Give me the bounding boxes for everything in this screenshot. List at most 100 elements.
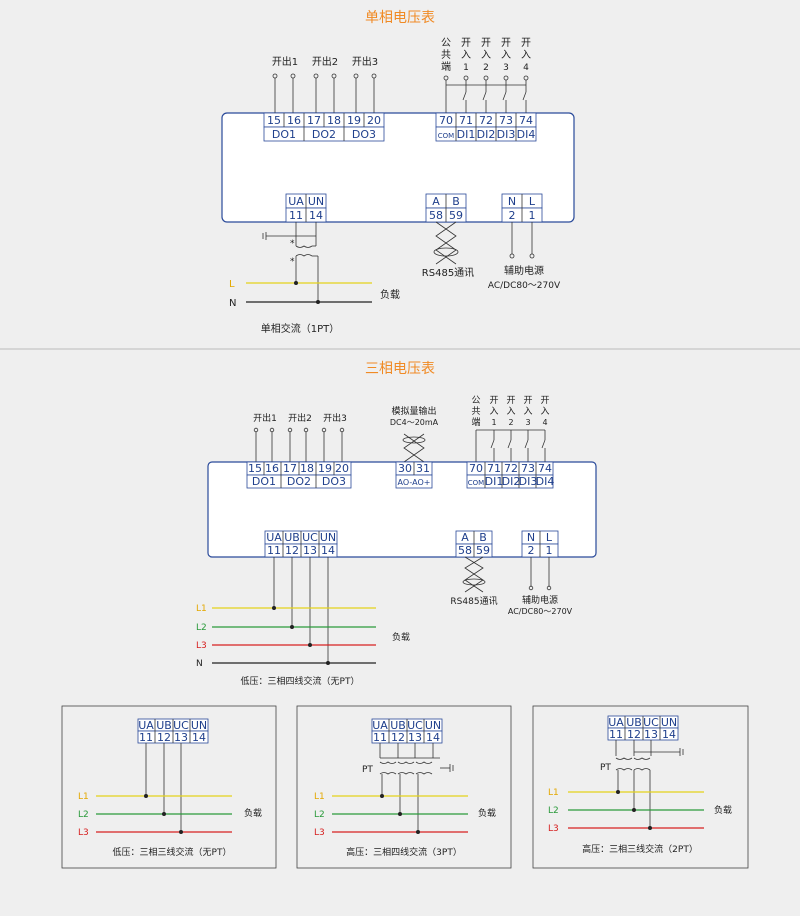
com-label-3: 端 xyxy=(441,60,451,73)
svg-text:71: 71 xyxy=(459,114,473,127)
svg-text:DO1: DO1 xyxy=(252,475,276,488)
sub-panel-1 xyxy=(61,705,277,869)
svg-text:72: 72 xyxy=(479,114,493,127)
sub3-pt-label: PT xyxy=(600,763,611,773)
svg-text:A: A xyxy=(432,195,440,208)
svg-text:14: 14 xyxy=(309,209,323,222)
svg-text:UN: UN xyxy=(320,531,336,544)
svg-text:DI1: DI1 xyxy=(457,128,476,141)
svg-text:DO2: DO2 xyxy=(287,475,311,488)
svg-text:73: 73 xyxy=(499,114,513,127)
svg-text:DI4: DI4 xyxy=(536,475,555,488)
rs485-label-1p: RS485通讯 xyxy=(422,267,474,279)
svg-text:DI1: DI1 xyxy=(485,475,504,488)
svg-text:14: 14 xyxy=(192,731,206,744)
svg-text:UN: UN xyxy=(191,719,207,732)
terminal-19: 19 xyxy=(347,114,361,127)
svg-text:入: 入 xyxy=(461,50,471,61)
do2-label-3p: 开出2 xyxy=(288,412,312,424)
do3-label: 开出3 xyxy=(352,55,378,68)
aux-label-1p: 辅助电源 xyxy=(504,264,544,277)
svg-text:N: N xyxy=(527,531,535,544)
svg-text:2: 2 xyxy=(528,544,535,557)
di-headers-3p: 公 共 端 开 入 1 开 入 2 开 入 3 开 入 4 xyxy=(471,395,549,428)
sub1-L3: L3 xyxy=(78,828,89,838)
terminal-17: 17 xyxy=(307,114,321,127)
do-terminal-block-1p: 15 16 17 18 19 20 DO1 DO2 DO3 xyxy=(263,112,385,142)
sub1-L2: L2 xyxy=(78,810,89,820)
svg-text:UB: UB xyxy=(626,716,642,729)
svg-text:74: 74 xyxy=(538,462,552,475)
ao-terminal-block: 30 31 AO-AO+ xyxy=(395,461,433,489)
load-label-1p: 负载 xyxy=(380,288,400,301)
ao-cable xyxy=(402,433,426,463)
svg-text:UB: UB xyxy=(390,719,406,732)
sub3-L1: L1 xyxy=(548,788,559,798)
svg-text:59: 59 xyxy=(476,544,490,557)
svg-text:UB: UB xyxy=(284,531,300,544)
di-terminal-block-1p: 70 71 72 73 74 COM DI1 DI2 DI3 DI4 xyxy=(435,112,537,142)
ao-range: DC4～20mA xyxy=(390,418,439,427)
svg-text:14: 14 xyxy=(426,731,440,744)
svg-text:11: 11 xyxy=(267,544,281,557)
svg-text:UA: UA xyxy=(608,716,624,729)
section1-title: 单相电压表 xyxy=(365,10,435,26)
svg-text:UA: UA xyxy=(372,719,388,732)
label-L3-3p: L3 xyxy=(196,641,207,651)
section2-title: 三相电压表 xyxy=(365,361,435,377)
aux-power-wires-1p xyxy=(509,222,535,259)
svg-text:COM: COM xyxy=(468,479,484,487)
svg-text:70: 70 xyxy=(439,114,453,127)
svg-text:开: 开 xyxy=(523,395,532,406)
sub1-L1: L1 xyxy=(78,792,89,802)
svg-text:70: 70 xyxy=(469,462,483,475)
sub1-load: 负载 xyxy=(244,807,262,819)
di-wiring-1p xyxy=(443,75,529,113)
load-label-3p: 负载 xyxy=(392,631,410,643)
sub2-pt-label: PT xyxy=(362,765,373,775)
svg-text:2: 2 xyxy=(508,418,513,427)
label-L-1p: L xyxy=(229,279,235,290)
svg-text:13: 13 xyxy=(303,544,317,557)
svg-text:开: 开 xyxy=(481,38,491,49)
label-N-1p: N xyxy=(229,298,236,309)
svg-text:共: 共 xyxy=(471,406,480,417)
svg-text:UN: UN xyxy=(661,716,677,729)
voltage-terminal-block-3p: UA UB UC UN 11 12 13 14 xyxy=(264,530,338,558)
aux-label-3p: 辅助电源 xyxy=(522,594,558,606)
sub2-L2: L2 xyxy=(314,810,325,820)
svg-text:UA: UA xyxy=(288,195,304,208)
svg-text:4: 4 xyxy=(542,418,547,427)
svg-text:30: 30 xyxy=(398,462,412,475)
svg-text:17: 17 xyxy=(283,462,297,475)
svg-text:20: 20 xyxy=(335,462,349,475)
voltage-block-sub1: UA UB UC UN 11 12 13 14 xyxy=(137,718,209,744)
svg-text:L: L xyxy=(529,195,536,208)
do2-label: 开出2 xyxy=(312,55,338,68)
svg-text:58: 58 xyxy=(458,544,472,557)
svg-text:14: 14 xyxy=(321,544,335,557)
svg-text:31: 31 xyxy=(416,462,430,475)
svg-text:入: 入 xyxy=(481,50,491,61)
power-terminal-block-3p: N L 2 1 xyxy=(521,530,559,558)
do3-label-3p: 开出3 xyxy=(323,412,347,424)
com-label-1: 公 xyxy=(441,38,451,49)
svg-text:12: 12 xyxy=(391,731,405,744)
pt-2pt xyxy=(615,740,684,828)
svg-text:1: 1 xyxy=(491,418,496,427)
svg-text:16: 16 xyxy=(265,462,279,475)
svg-text:入: 入 xyxy=(489,406,498,417)
ao-label: 模拟量输出 xyxy=(391,405,436,417)
aux-power-wires-3p xyxy=(528,557,552,591)
rs485-cable-3p xyxy=(462,556,486,593)
svg-text:72: 72 xyxy=(504,462,518,475)
svg-text:AO-AO+: AO-AO+ xyxy=(398,478,431,487)
terminal-16: 16 xyxy=(287,114,301,127)
svg-text:13: 13 xyxy=(174,731,188,744)
svg-text:公: 公 xyxy=(471,395,480,406)
power-terminal-block-1p: N L 2 1 xyxy=(501,193,543,223)
rs485-label-3p: RS485通讯 xyxy=(450,596,497,607)
svg-text:开: 开 xyxy=(489,395,498,406)
svg-text:端: 端 xyxy=(471,416,480,428)
aux-range-3p: AC/DC80～270V xyxy=(508,607,573,616)
